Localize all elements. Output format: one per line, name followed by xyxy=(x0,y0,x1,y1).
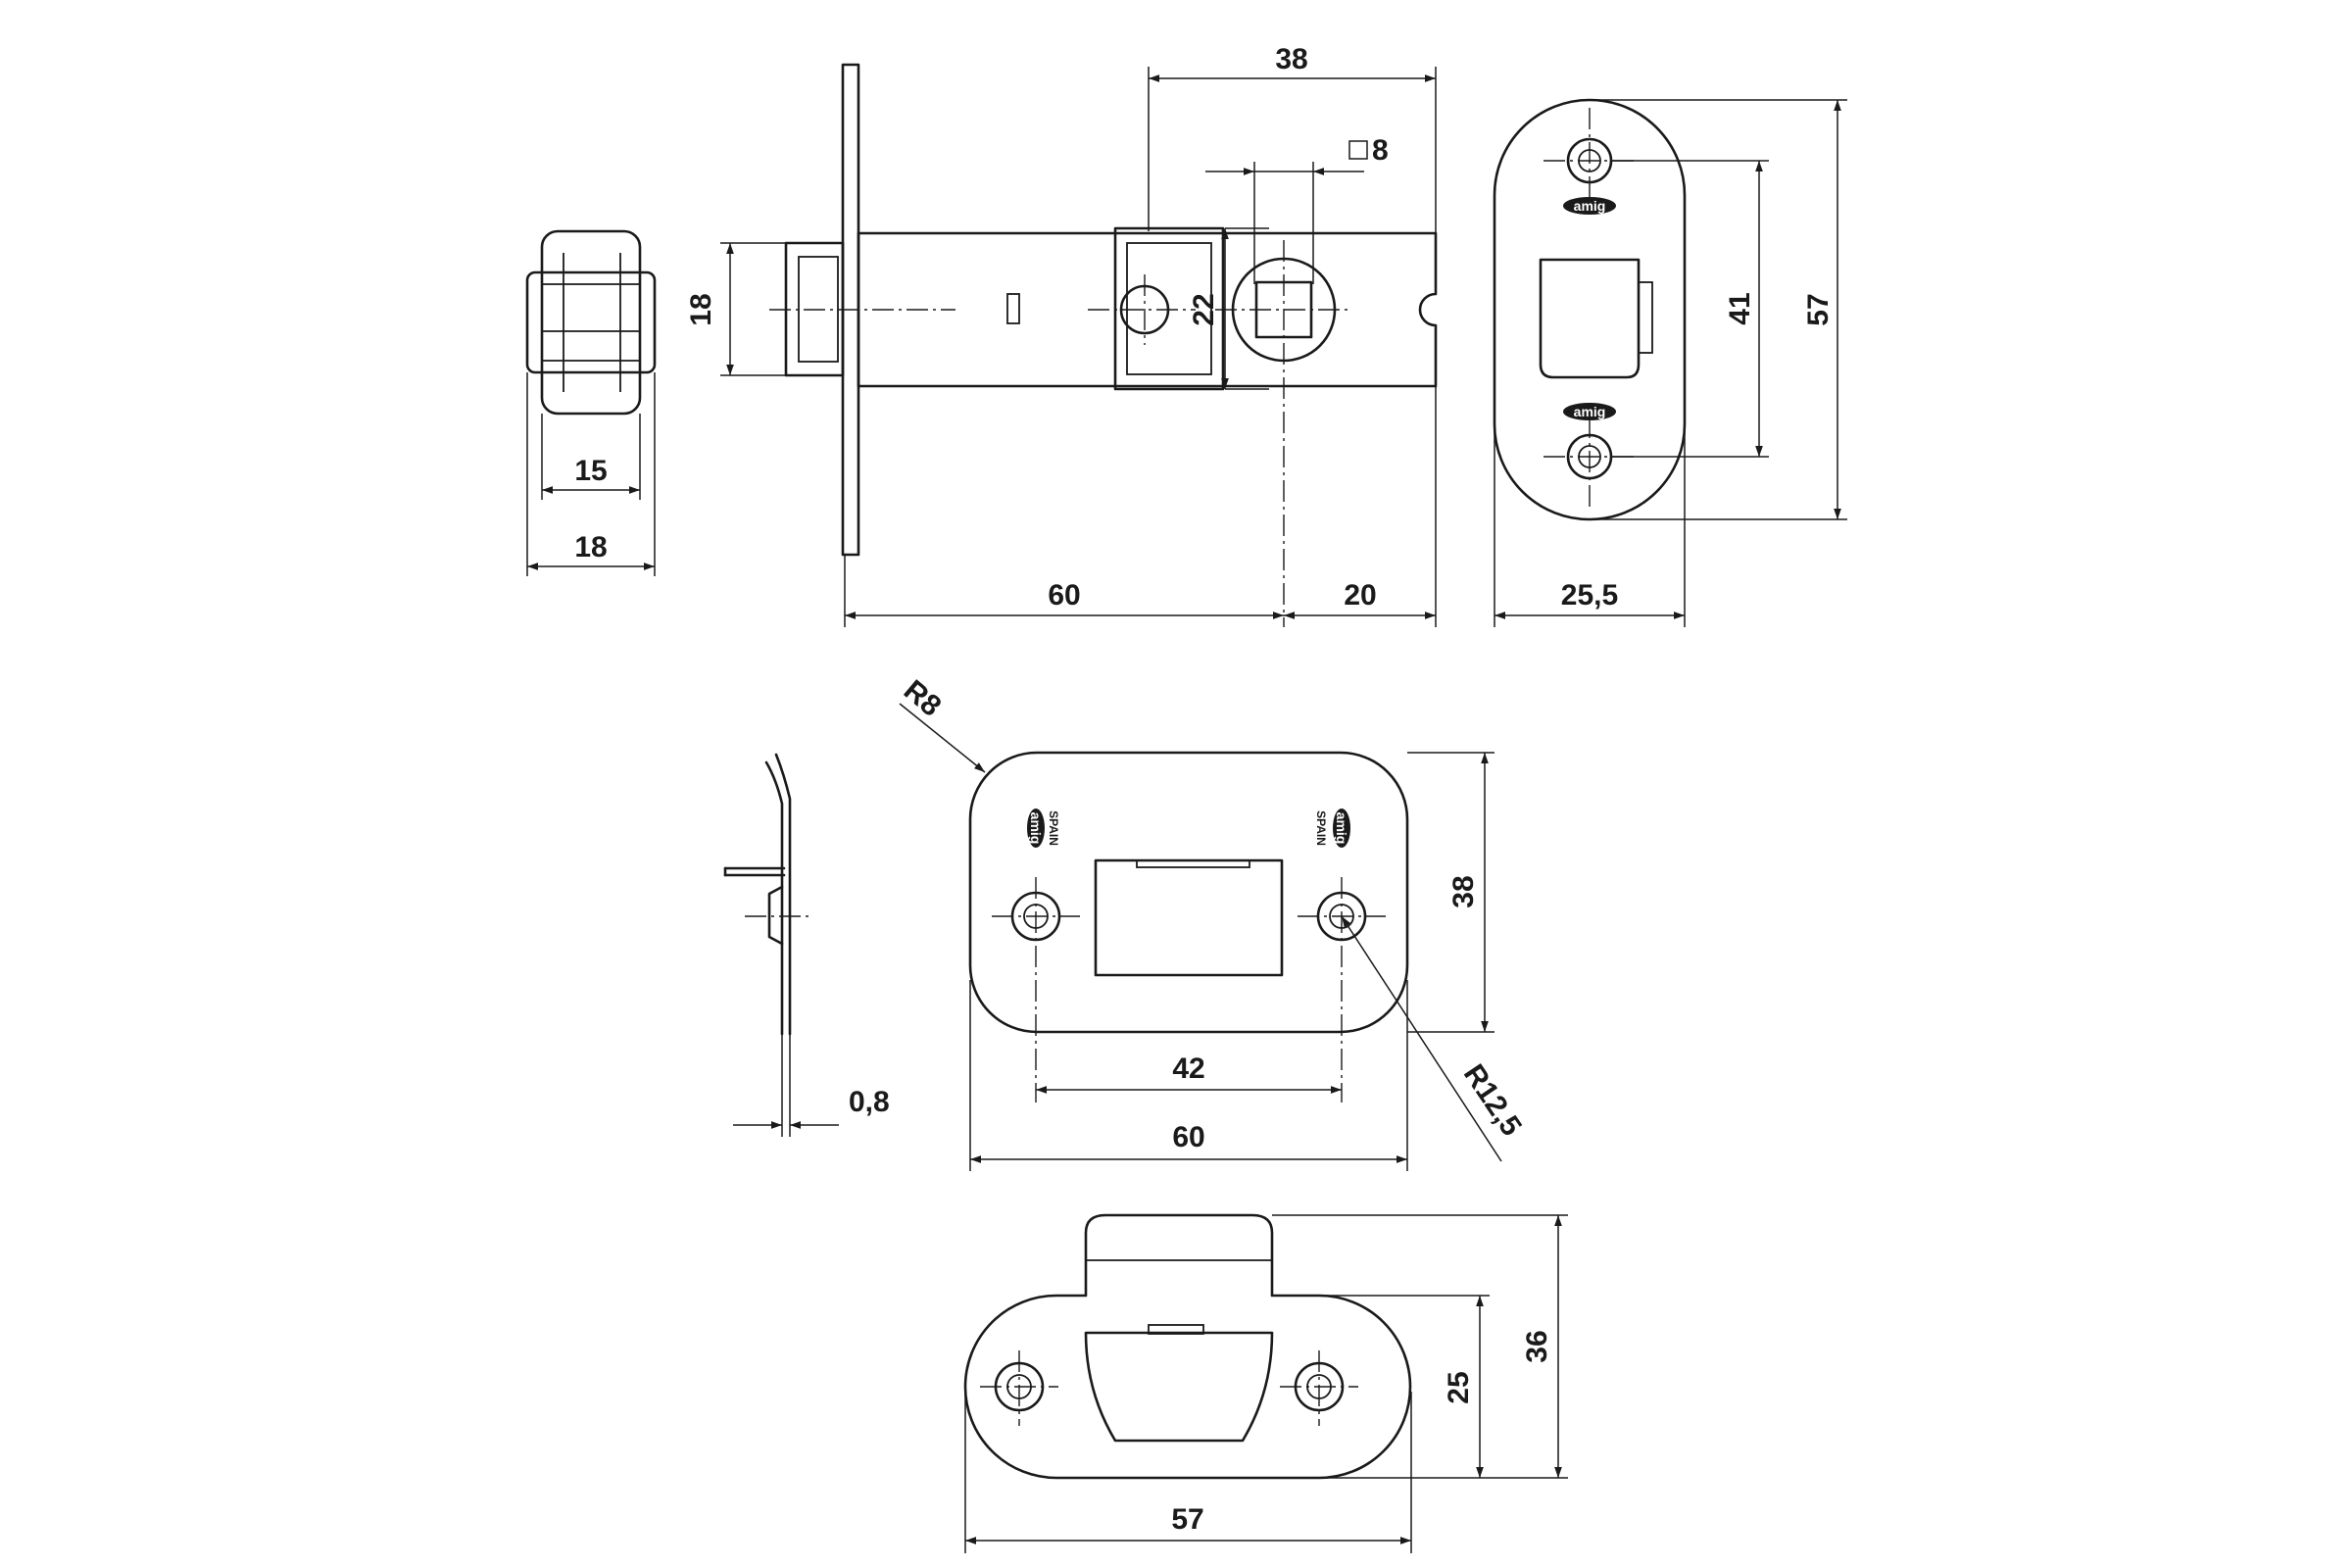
dim-label-spindle-hub: 22 xyxy=(1188,293,1220,325)
dim-label-strike-width: 60 xyxy=(1172,1121,1204,1153)
strike-side-view: 0,8 xyxy=(723,753,890,1137)
bolt-end-view: 15 18 xyxy=(525,229,657,576)
strike-side-profile xyxy=(774,753,792,1036)
strike-latch-opening xyxy=(1094,858,1284,977)
dim-label-spindle-square: 8 xyxy=(1372,134,1389,167)
strike-origin-right: SPAIN xyxy=(1314,810,1328,846)
dim-label-faceplate-width: 25,5 xyxy=(1561,579,1618,612)
faceplate-front-view: amig amig 41 57 25,5 xyxy=(1493,98,1847,627)
lip-strike-outline xyxy=(963,1213,1412,1480)
dim-label-corner-radius: R8 xyxy=(898,674,948,723)
dim-label-lip-radius: R12,5 xyxy=(1457,1058,1528,1142)
strike-outline xyxy=(968,751,1409,1034)
square-icon xyxy=(1348,140,1368,160)
dim-label-bolt-outer: 18 xyxy=(574,531,607,564)
dim-label-strike-height: 38 xyxy=(1447,875,1480,907)
strike-logo-right: amig SPAIN xyxy=(1314,808,1350,848)
lip-strike-view: 25 36 57 xyxy=(963,1213,1568,1553)
dim-label-thickness: 0,8 xyxy=(849,1086,890,1118)
bolt-end-head xyxy=(540,229,642,416)
strike-front-view: amig SPAIN amig SPAIN R8 R12,5 38 42 60 xyxy=(898,674,1528,1171)
faceplate-bolt-window xyxy=(1539,258,1641,379)
bolt-end-case xyxy=(525,270,657,374)
brand-logo-top-text: amig xyxy=(1574,198,1606,214)
strike-side-tab xyxy=(767,885,784,946)
dim-label-latch-height: 18 xyxy=(685,293,717,325)
dim-label-lip-height: 36 xyxy=(1521,1330,1553,1362)
brand-logo-bottom xyxy=(1563,403,1616,420)
dim-label-lip-width: 57 xyxy=(1171,1503,1203,1536)
dim-label-screw-spacing: 41 xyxy=(1724,292,1756,324)
strike-logo-left-text: amig xyxy=(1028,812,1044,845)
dim-label-faceplate-height: 57 xyxy=(1802,293,1835,325)
latch-side-view: 18 22 8 38 60 20 xyxy=(685,43,1438,627)
latch-case xyxy=(857,231,1438,388)
dim-label-lip-body: 25 xyxy=(1443,1371,1475,1403)
lip-strike-opening xyxy=(1084,1331,1274,1443)
dim-leader-r12 xyxy=(1341,915,1502,1162)
dim-label-bolt-inner: 15 xyxy=(574,455,607,487)
brand-logo-top xyxy=(1563,197,1616,215)
dim-label-backset: 60 xyxy=(1048,579,1080,612)
brand-logo-bottom-text: amig xyxy=(1574,404,1606,419)
strike-logo-right-text: amig xyxy=(1334,812,1349,845)
dim-label-case-front: 20 xyxy=(1344,579,1376,612)
dim-label-case-top: 38 xyxy=(1275,43,1307,75)
dim-leader-r8 xyxy=(899,703,986,773)
strike-logo-left: amig SPAIN xyxy=(1027,808,1060,848)
dim-label-strike-screws: 42 xyxy=(1172,1053,1204,1085)
strike-origin-left: SPAIN xyxy=(1047,810,1060,846)
